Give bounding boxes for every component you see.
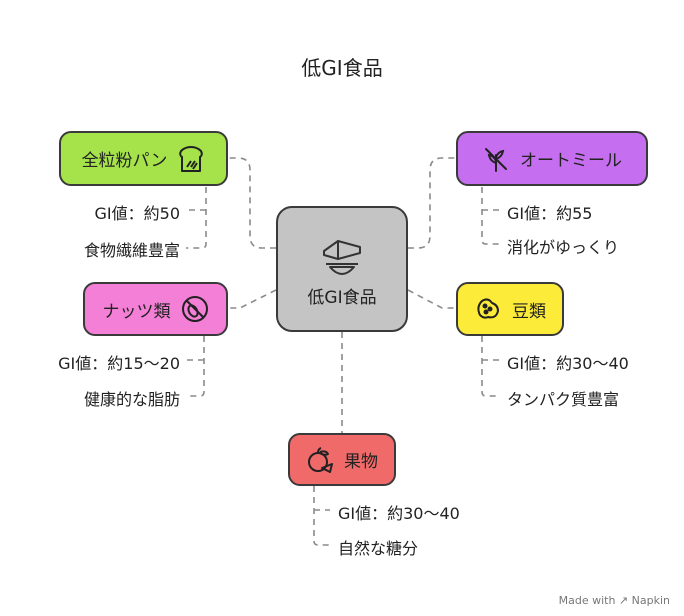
connector-nuts: [228, 289, 277, 309]
nuts-gi: GI値：約15〜20: [58, 354, 180, 373]
bread-note: 食物繊維豊富: [83, 241, 180, 260]
node-fruit: 果物: [288, 433, 396, 486]
node-nuts: ナッツ類: [83, 282, 228, 336]
beans-gi: GI値：約30〜40: [507, 354, 629, 373]
bread-icon: [177, 145, 205, 173]
beans-icon: [474, 295, 502, 323]
node-label: ナッツ類: [102, 301, 171, 322]
napkin-credit: Made with ↗ Napkin: [558, 594, 670, 607]
connector-beans: [407, 289, 456, 309]
diagram-title: 低GI食品: [301, 56, 383, 80]
nuts-sub-lines: [186, 336, 205, 397]
connector-bread: [228, 157, 276, 249]
food-plate-icon: [318, 231, 366, 279]
nuts-note: 健康的な脂肪: [83, 390, 180, 409]
fruit-icon: [306, 446, 334, 474]
oatmeal-gi: GI値：約55: [507, 204, 593, 223]
center-node: 低GI食品: [276, 206, 408, 332]
node-label: 豆類: [512, 301, 546, 322]
bread-sub-lines: [186, 187, 207, 249]
fruit-note: 自然な糖分: [338, 539, 419, 558]
node-label: 全粒粉パン: [81, 151, 168, 171]
bread-gi: GI値：約50: [94, 204, 180, 223]
oatmeal-note: 消化がゆっくり: [507, 238, 620, 257]
center-label: 低GI食品: [307, 287, 377, 308]
fruit-gi: GI値：約30〜40: [338, 504, 460, 523]
node-label: 果物: [344, 452, 378, 472]
beans-sub-lines: [481, 336, 500, 397]
beans-note: タンパク質豊富: [507, 390, 620, 409]
no-wheat-icon: [482, 145, 510, 173]
oatmeal-sub-lines: [481, 187, 500, 245]
node-beans: 豆類: [456, 282, 564, 336]
node-whole-wheat-bread: 全粒粉パン: [59, 131, 228, 186]
fruit-sub-lines: [313, 486, 330, 546]
node-label: オートミール: [520, 151, 622, 171]
node-oatmeal: オートミール: [456, 131, 648, 186]
connector-oatmeal: [408, 157, 456, 249]
no-nuts-icon: [181, 295, 209, 323]
